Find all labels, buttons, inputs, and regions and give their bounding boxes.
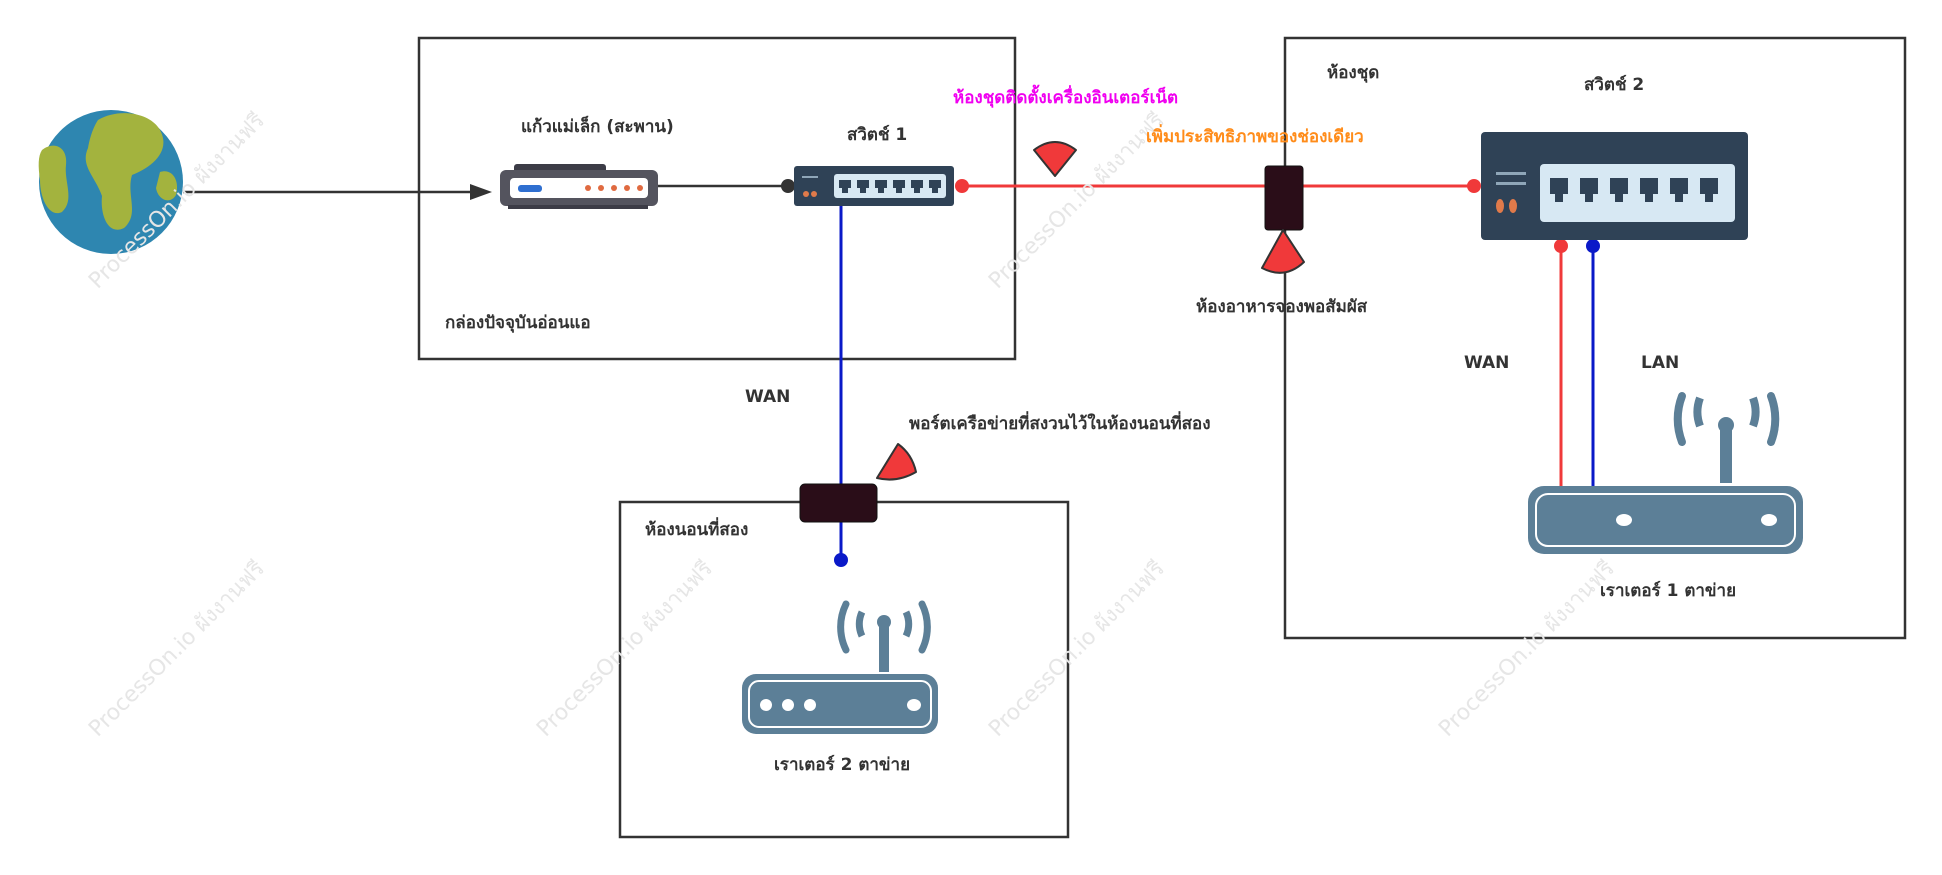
box-suite: [1283, 36, 1907, 640]
network-switch-icon: [794, 166, 954, 206]
connection-lines: [183, 179, 1600, 567]
arrowhead-icon: [470, 184, 492, 200]
network-switch-icon: [1481, 132, 1748, 240]
wan-label: WAN: [745, 387, 791, 407]
wall-jack-icon: [799, 483, 878, 523]
dining-label: ห้องอาหารจองพอสัมผัส: [1196, 297, 1368, 317]
connector-dot: [1467, 179, 1481, 193]
suite-install-label: ห้องชุดติดตั้งเครื่องอินเตอร์เน็ต: [953, 88, 1179, 108]
wifi-signal-icon: [876, 443, 917, 481]
connector-dot: [1554, 239, 1568, 253]
wan-label: WAN: [1464, 353, 1510, 373]
globe-icon: [38, 110, 183, 254]
router1-label: เราเตอร์ 1 ตาข่าย: [1600, 581, 1737, 601]
connector-dot: [834, 553, 848, 567]
box-current: [417, 36, 1017, 361]
connector-dot: [955, 179, 969, 193]
modem-icon: [500, 164, 658, 209]
connector-dot: [1586, 239, 1600, 253]
bridge-label: แก้วแม่เล็ก (สะพาน): [521, 117, 674, 137]
reserved-port-label: พอร์ตเครือข่ายที่สงวนไว้ในห้องนอนที่สอง: [909, 414, 1211, 434]
wifi-router-icon: [1528, 392, 1803, 554]
router2-label: เราเตอร์ 2 ตาข่าย: [774, 755, 911, 775]
suite-label: ห้องชุด: [1327, 63, 1380, 83]
wifi-signal-icon: [1261, 229, 1305, 274]
switch1-label: สวิตช์ 1: [847, 125, 908, 145]
wifi-router-icon: [742, 600, 938, 734]
connector-dot: [781, 179, 795, 193]
single-channel-label: เพิ่มประสิทธิภาพของช่องเดียว: [1146, 127, 1364, 147]
wall-jack-icon: [1264, 165, 1304, 231]
current-box-label: กล่องปัจจุบันอ่อนแอ: [445, 313, 591, 333]
lan-label: LAN: [1641, 353, 1680, 373]
second-bedroom-label: ห้องนอนที่สอง: [645, 520, 749, 540]
box-second-bedroom: [618, 500, 1070, 839]
wifi-signal-icon: [1033, 141, 1077, 177]
switch2-label: สวิตช์ 2: [1584, 75, 1645, 95]
